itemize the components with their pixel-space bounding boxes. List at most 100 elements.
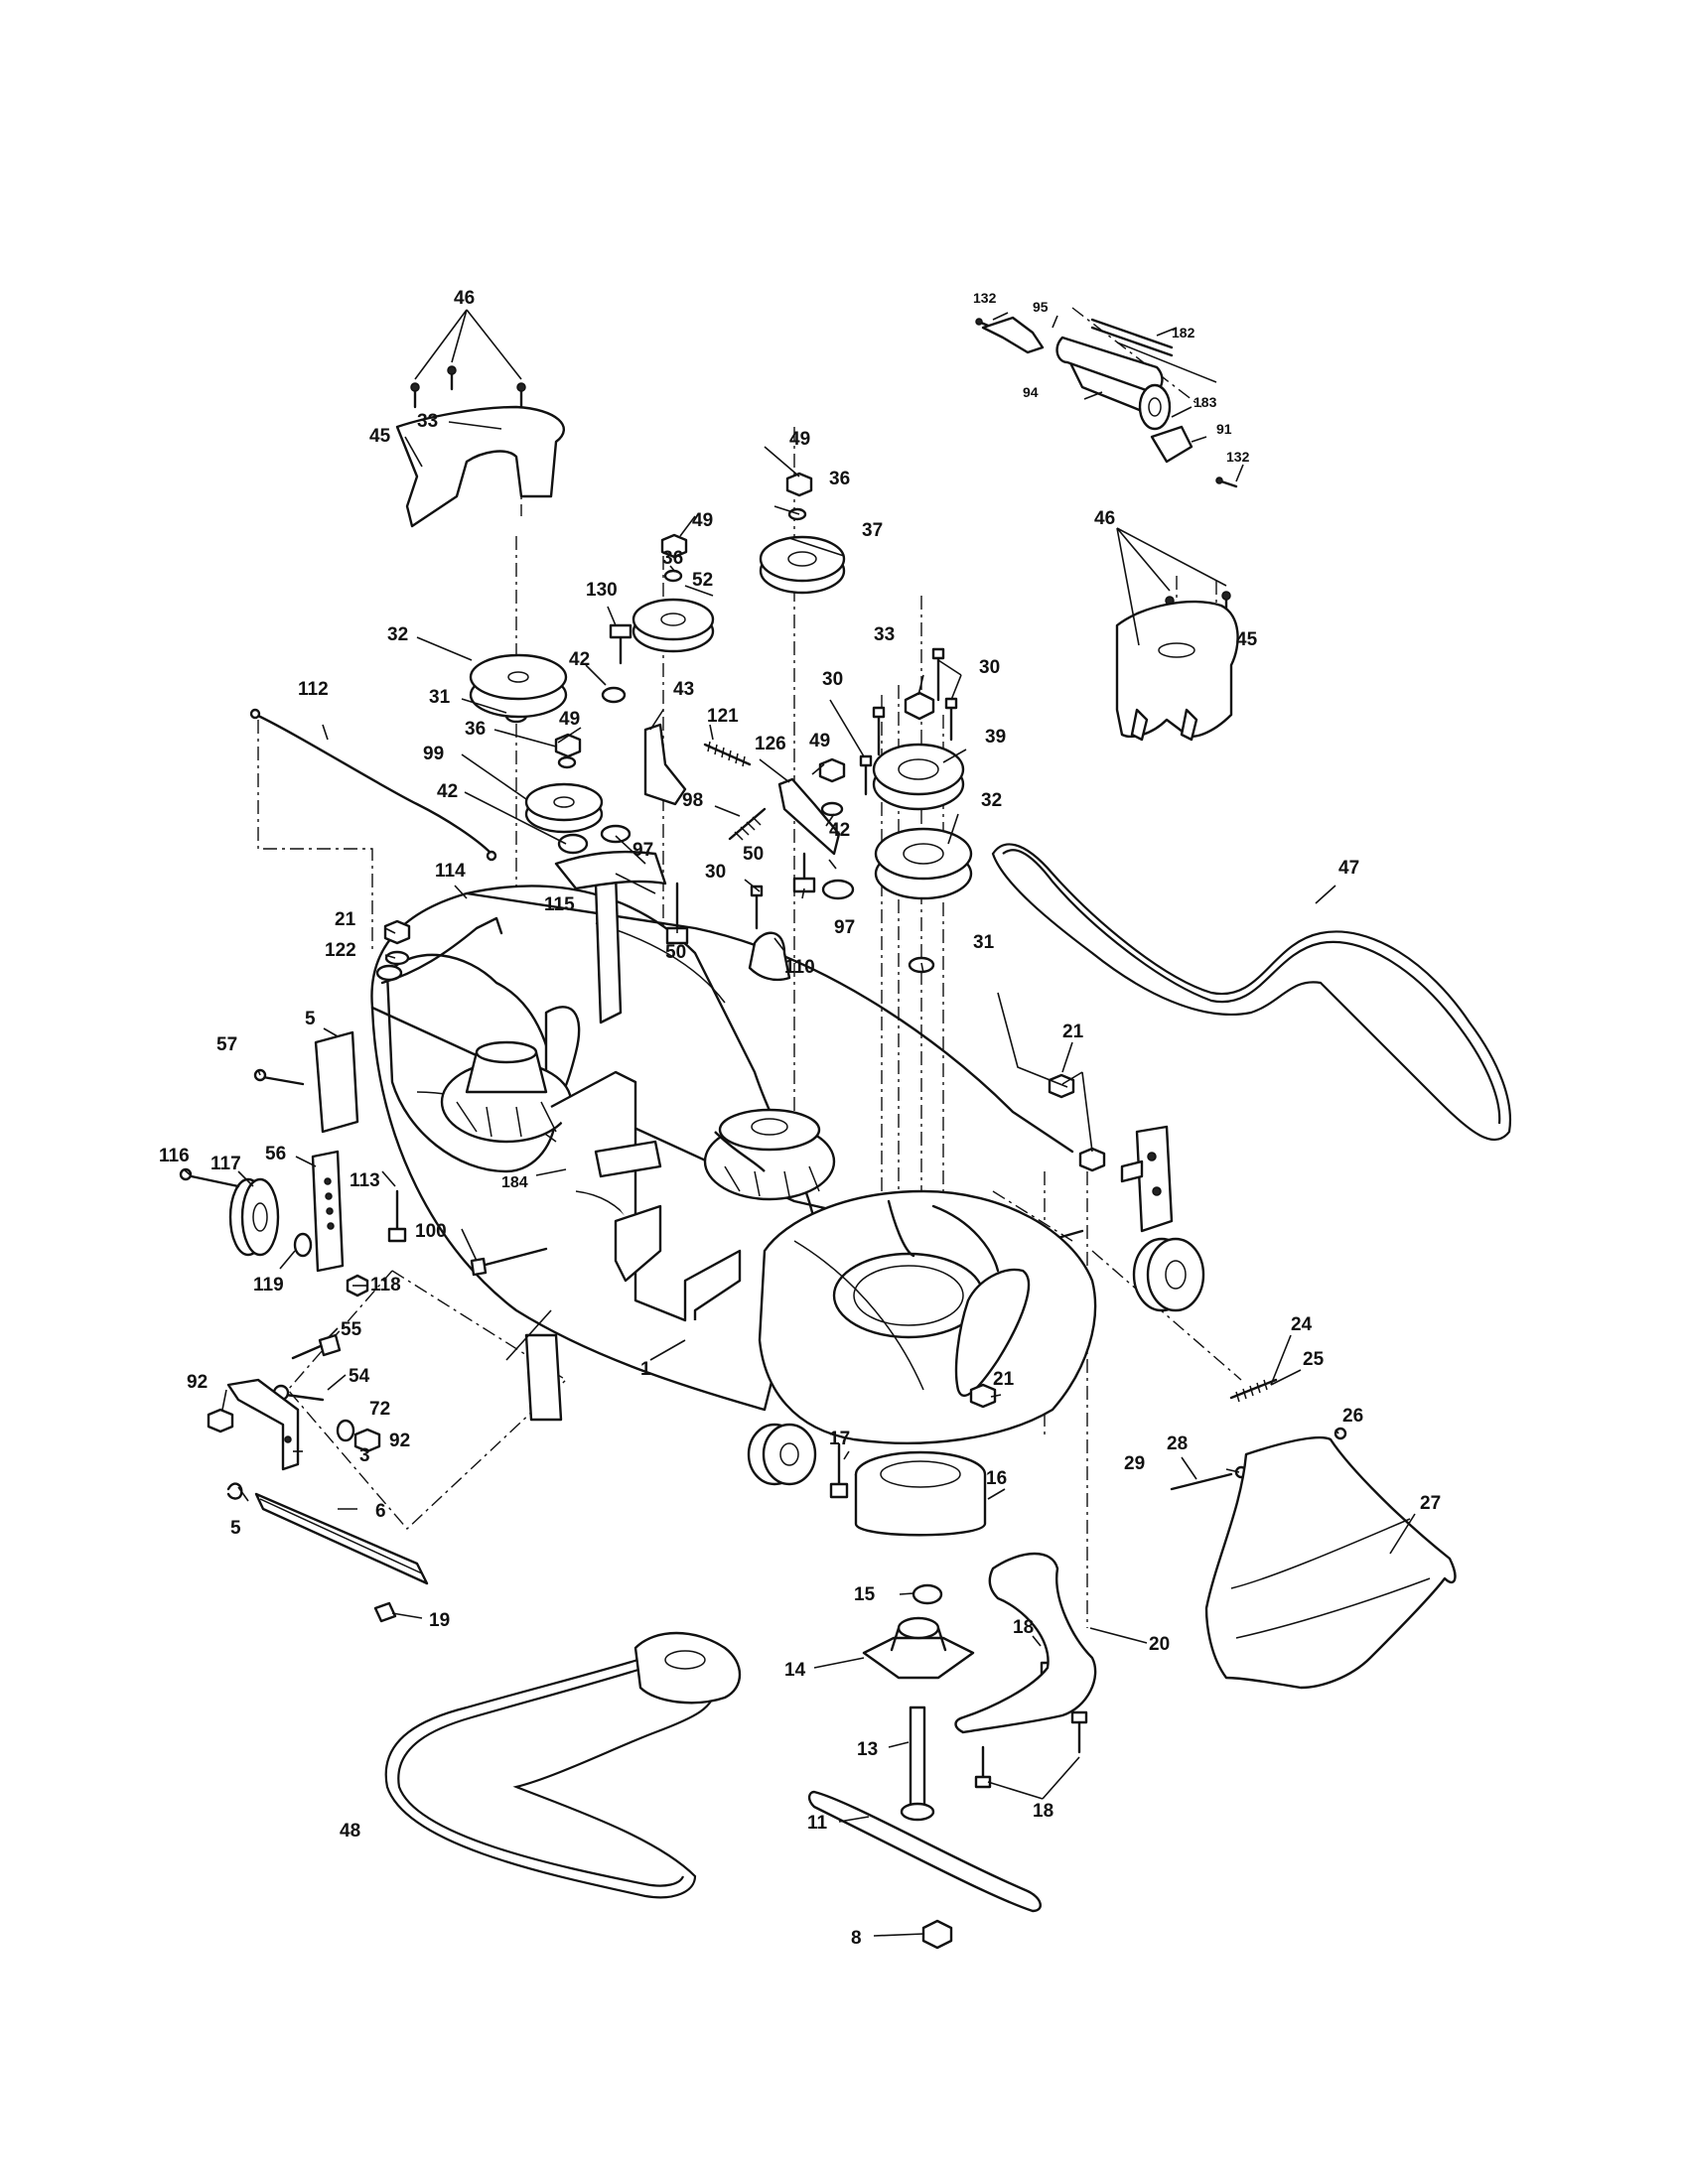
label-32-right: 32: [981, 790, 1002, 811]
label-36-left: 36: [465, 719, 486, 740]
label-46-right: 46: [1094, 508, 1115, 529]
left-spindle-assembly: [440, 1040, 573, 1144]
label-21-bottom: 21: [993, 1369, 1015, 1390]
label-30-mid: 30: [822, 669, 843, 690]
label-37: 37: [862, 520, 883, 541]
label-57: 57: [216, 1034, 237, 1055]
label-46-left: 46: [454, 288, 475, 309]
label-42-mid: 42: [569, 649, 590, 670]
label-47: 47: [1338, 858, 1359, 879]
label-91: 91: [1216, 421, 1232, 437]
label-21-left: 21: [335, 909, 356, 930]
label-94: 94: [1023, 384, 1039, 400]
label-28: 28: [1167, 1433, 1188, 1454]
label-11: 11: [807, 1813, 828, 1834]
label-19: 19: [429, 1610, 450, 1631]
label-32-left: 32: [387, 624, 408, 645]
label-45-left: 45: [369, 426, 391, 447]
label-117: 117: [210, 1154, 241, 1174]
label-97-right: 97: [834, 917, 855, 938]
label-42-left: 42: [437, 781, 458, 802]
label-18-top: 18: [1013, 1617, 1034, 1638]
label-5-bottom: 5: [230, 1518, 241, 1539]
label-14: 14: [784, 1660, 806, 1681]
label-121: 121: [707, 706, 739, 727]
label-49-top: 49: [789, 429, 810, 450]
label-30-right: 30: [979, 657, 1000, 678]
label-50-right: 50: [743, 844, 764, 865]
label-30-left: 30: [705, 862, 726, 883]
left-front-bracket: [179, 1030, 359, 1273]
label-48: 48: [340, 1821, 360, 1842]
label-95: 95: [1033, 299, 1049, 315]
label-15: 15: [854, 1584, 876, 1605]
label-72: 72: [369, 1399, 390, 1420]
pulleys: [469, 535, 973, 900]
label-13: 13: [857, 1739, 878, 1760]
label-33-right: 33: [874, 624, 895, 645]
label-18-bottom: 18: [1033, 1801, 1053, 1822]
label-100: 100: [415, 1221, 447, 1242]
label-42-right: 42: [829, 820, 850, 841]
label-119: 119: [253, 1275, 284, 1296]
height-adjust-arms: [226, 1378, 429, 1585]
label-55: 55: [341, 1319, 362, 1340]
label-21-right: 21: [1062, 1022, 1084, 1042]
label-27: 27: [1420, 1493, 1441, 1514]
label-25: 25: [1303, 1349, 1325, 1370]
label-130: 130: [586, 580, 618, 601]
part-labels: 46 45 33 32 31 36 99 42 112 114 21 122 5…: [159, 288, 1441, 1949]
label-3: 3: [359, 1445, 370, 1466]
label-52: 52: [692, 570, 713, 591]
label-92-right: 92: [389, 1431, 410, 1451]
label-49-mid: 49: [692, 510, 713, 531]
label-33-left: 33: [417, 411, 438, 432]
label-24: 24: [1291, 1314, 1313, 1335]
label-43: 43: [673, 679, 694, 700]
label-112: 112: [298, 679, 329, 700]
center-spindle-assembly: [703, 1108, 836, 1201]
label-1: 1: [640, 1359, 651, 1380]
label-118: 118: [370, 1275, 401, 1296]
drive-belts: [384, 843, 1511, 1899]
anti-scalp-roller: [981, 316, 1217, 464]
label-16: 16: [986, 1468, 1007, 1489]
label-31-right: 31: [973, 932, 995, 953]
label-5-top: 5: [305, 1009, 316, 1029]
label-122: 122: [325, 940, 356, 961]
label-17: 17: [829, 1429, 850, 1449]
label-49-right: 49: [809, 731, 830, 751]
label-115: 115: [544, 894, 575, 915]
label-184: 184: [501, 1174, 528, 1191]
label-132-top: 132: [973, 290, 997, 306]
label-20: 20: [1149, 1634, 1170, 1655]
label-56: 56: [265, 1144, 286, 1164]
label-6: 6: [375, 1501, 386, 1522]
label-132-bottom: 132: [1226, 449, 1250, 465]
deck-center-bracket: [550, 872, 766, 1322]
label-45-right: 45: [1236, 629, 1258, 650]
belt-covers: [395, 405, 1239, 742]
label-92-left: 92: [187, 1372, 208, 1393]
right-deck-bracket: [1120, 1125, 1174, 1233]
label-97-left: 97: [632, 840, 653, 861]
label-26: 26: [1342, 1406, 1363, 1427]
label-183: 183: [1193, 394, 1217, 410]
label-36-mid: 36: [662, 548, 683, 569]
label-29: 29: [1124, 1453, 1145, 1474]
label-49-left: 49: [559, 709, 580, 730]
label-126: 126: [755, 734, 786, 754]
label-182: 182: [1172, 325, 1195, 341]
label-54: 54: [349, 1366, 370, 1387]
label-99: 99: [423, 744, 444, 764]
gauge-wheels: [228, 1177, 1205, 1486]
label-116: 116: [159, 1146, 190, 1166]
label-8: 8: [851, 1928, 862, 1949]
leader-lines: [183, 309, 1416, 1937]
label-98: 98: [682, 790, 703, 811]
discharge-chute: [1170, 1435, 1457, 1690]
springs: [703, 741, 1278, 1403]
spindle-blade-assembly: [807, 1450, 1097, 1913]
label-39: 39: [985, 727, 1006, 748]
